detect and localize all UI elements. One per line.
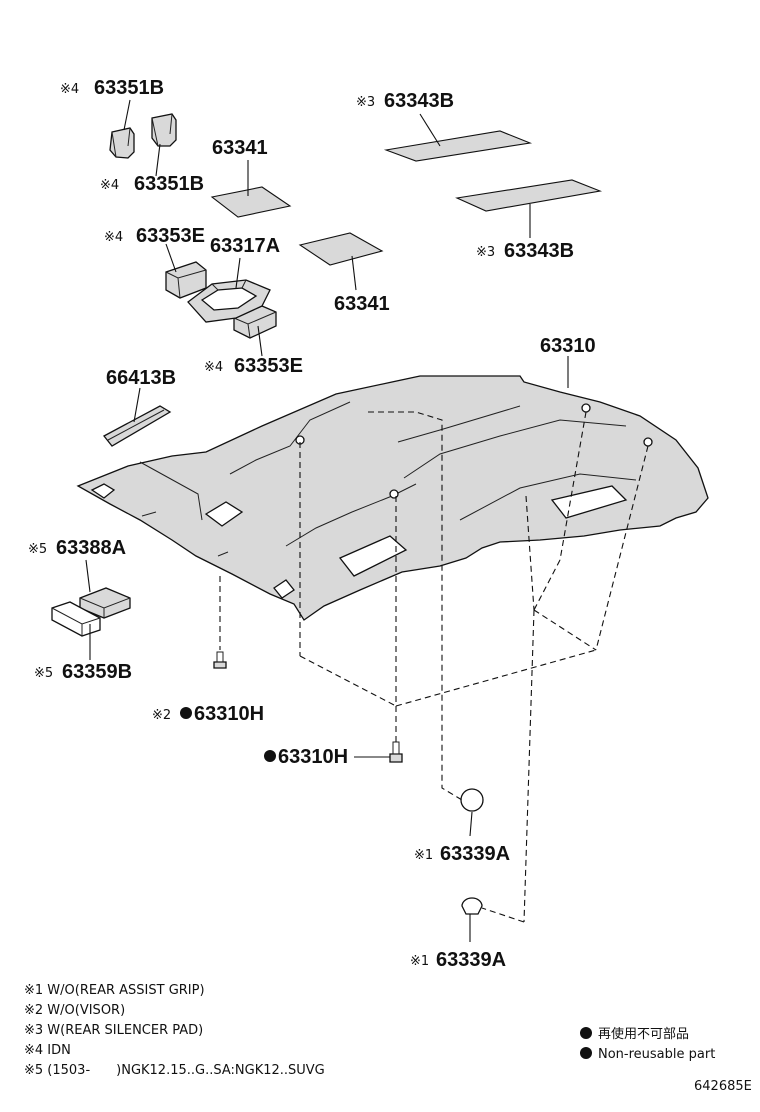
label-63339A-top: 63339A: [440, 843, 510, 865]
pad-63343B-upper: [383, 130, 533, 162]
headliner-63310: [76, 375, 709, 621]
label-63310H-right: 63310H: [278, 746, 348, 768]
non-reusable-dot-icon: [180, 707, 192, 719]
footnote-2: ※2 W/O(VISOR): [24, 1003, 125, 1018]
label-63359B-mark: ※5: [34, 666, 53, 681]
label-63388A-mark: ※5: [28, 542, 47, 557]
label-63351B-top: 63351B: [94, 77, 164, 99]
label-63339A-top-mark: ※1: [414, 848, 433, 863]
label-63353E-top-mark: ※4: [104, 230, 123, 245]
clip-63351B-right: [151, 113, 177, 147]
legend: 再使用不可部品 Non-reusable part: [580, 1026, 715, 1062]
label-63351B-top-mark: ※4: [60, 82, 79, 97]
pad-63343B-lower: [455, 179, 603, 212]
label-66413B: 66413B: [106, 367, 176, 389]
footnote-1: ※1 W/O(REAR ASSIST GRIP): [24, 983, 205, 998]
footnote-5: ※5 (1503- )NGK12.15..G..SA:NGK12..SUVG: [24, 1063, 325, 1078]
strip-66413B: [103, 405, 172, 447]
label-63343B-top-mark: ※3: [356, 95, 375, 110]
non-reusable-dot-icon: [580, 1027, 592, 1039]
legend-en: Non-reusable part: [598, 1047, 715, 1062]
footnotes: ※1 W/O(REAR ASSIST GRIP) ※2 W/O(VISOR) ※…: [24, 983, 325, 1078]
cover-63359B: [51, 601, 101, 637]
label-63310: 63310: [540, 335, 596, 357]
label-63343B-top: 63343B: [384, 90, 454, 112]
label-63351B-bot-mark: ※4: [100, 178, 119, 193]
pad-63341-lower: [298, 232, 384, 266]
label-63343B-bot-mark: ※3: [476, 245, 495, 260]
label-63343B-bot: 63343B: [504, 240, 574, 262]
screw-63310H-right: [389, 741, 403, 763]
label-63339A-bot: 63339A: [436, 949, 506, 971]
label-63353E-bot: 63353E: [234, 355, 303, 377]
label-63310H-left-mark: ※2: [152, 708, 171, 723]
dashed-reference-lines: [219, 411, 649, 923]
screw-63310H-left: [213, 651, 227, 669]
footnote-3: ※3 W(REAR SILENCER PAD): [24, 1023, 203, 1038]
pad-63341-upper: [210, 186, 292, 218]
footnote-4: ※4 IDN: [24, 1043, 71, 1058]
cap-63339A-upper: [460, 788, 484, 812]
legend-jp: 再使用不可部品: [598, 1026, 689, 1042]
non-reusable-dot-icon: [580, 1047, 592, 1059]
label-63317A: 63317A: [210, 235, 280, 257]
label-63310H-left: 63310H: [194, 703, 264, 725]
leader-lines: [85, 99, 569, 942]
part-labels: ※4 63351B ※4 63351B 63341 63341 ※3 63343…: [28, 77, 596, 971]
figure-id: 642685E: [694, 1079, 752, 1094]
label-63341-mid: 63341: [334, 293, 390, 315]
cap-63339A-lower: [461, 897, 483, 915]
label-63359B: 63359B: [62, 661, 132, 683]
clip-63351B-left: [109, 127, 135, 159]
non-reusable-dot-icon: [264, 750, 276, 762]
housing-63317A: [187, 279, 271, 323]
label-63351B-bot: 63351B: [134, 173, 204, 195]
label-63353E-top: 63353E: [136, 225, 205, 247]
label-63341-top: 63341: [212, 137, 268, 159]
label-63339A-bot-mark: ※1: [410, 954, 429, 969]
label-63353E-bot-mark: ※4: [204, 360, 223, 375]
label-63388A: 63388A: [56, 537, 126, 559]
